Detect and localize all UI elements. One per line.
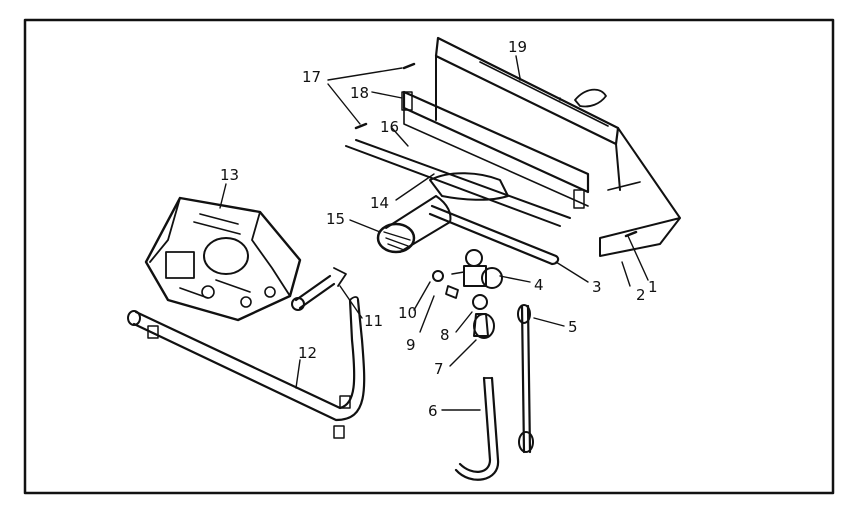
callout-4: 4 [534,276,544,294]
pilot-tube [428,204,560,266]
callout-7: 7 [434,360,444,378]
callout-15: 15 [326,210,345,228]
diagram-frame [23,18,835,495]
manifold-pipe [127,296,366,439]
callout-14: 14 [370,194,389,212]
callout-12: 12 [298,344,317,362]
pilot-assembly [451,249,503,289]
venturi-shutter [376,195,452,254]
callout-10: 10 [398,304,417,322]
callout-labels: 1 2 3 4 5 6 7 8 9 10 11 12 13 14 15 16 1… [220,38,658,420]
leader-lines [219,55,649,411]
callout-11: 11 [364,312,383,330]
callout-13: 13 [220,166,239,184]
gas-valve [144,196,302,322]
callout-6: 6 [428,402,438,420]
burner-bracket [401,90,590,209]
callout-5: 5 [568,318,578,336]
callout-8: 8 [440,326,450,344]
callout-3: 3 [592,278,602,296]
spud-fitting [472,294,495,339]
callout-2: 2 [636,286,646,304]
mounting-plate [434,36,681,257]
callout-16: 16 [380,118,399,136]
thermocouple [517,304,534,454]
callout-17: 17 [302,68,321,86]
callout-18: 18 [350,84,369,102]
screws [354,62,638,238]
callout-19: 19 [508,38,527,56]
callout-1: 1 [648,278,658,296]
callout-9: 9 [406,336,416,354]
burner-tube [345,139,571,227]
orifice-fitting [432,270,459,299]
pilot-line [454,376,500,481]
flex-tube [291,267,347,311]
